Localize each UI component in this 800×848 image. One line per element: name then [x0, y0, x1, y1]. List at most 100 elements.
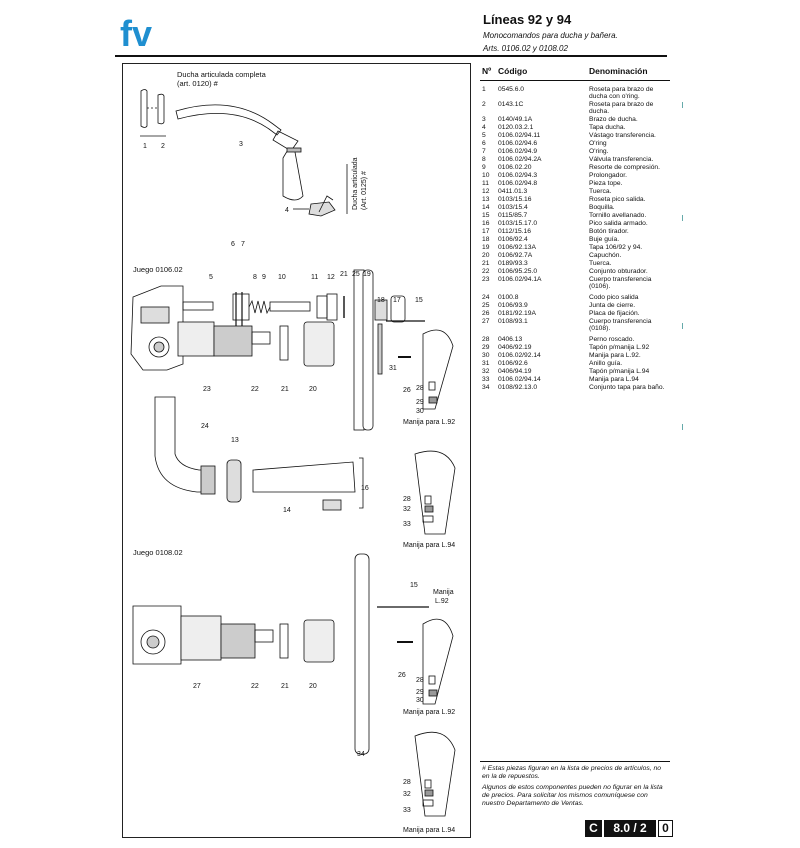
- part-number: 30: [482, 352, 490, 359]
- part-name: Tapa ducha.: [589, 124, 626, 131]
- part-number: 10: [482, 172, 490, 179]
- callout-14: 14: [283, 507, 291, 514]
- callout-21c: 21: [281, 683, 289, 690]
- part-name: O'ring: [589, 140, 607, 147]
- part-code: 0106/95.25.0: [498, 268, 538, 275]
- shower-caption-2: (art. 0120) #: [177, 79, 219, 88]
- part-number: 29: [482, 344, 490, 351]
- callout-30: 30: [416, 408, 424, 415]
- callout-17: 17: [393, 297, 401, 304]
- part-number: 17: [482, 228, 490, 235]
- part-name: Prolongador.: [589, 172, 627, 179]
- set1-title: Juego 0106.02: [133, 265, 183, 274]
- footnote-1: # Estas piezas figuran en la lista de pr…: [482, 765, 662, 780]
- part-name: Tapa 106/92 y 94.: [589, 244, 643, 251]
- callout-12: 12: [327, 274, 335, 281]
- part-name: Vástago transferencia.: [589, 132, 656, 139]
- spout-16: [252, 461, 356, 493]
- rosette-1-part: [140, 89, 148, 128]
- handle-92-caption-1: Manija para L.92: [403, 419, 455, 426]
- part-number: 5: [482, 132, 486, 139]
- part-number: 19: [482, 244, 490, 251]
- callout-23: 23: [203, 386, 211, 393]
- exploded-diagram: Ducha articulada completa (art. 0120) # …: [130, 70, 456, 834]
- callout-3: 3: [239, 141, 243, 148]
- part-code: 0106.02/94.8: [498, 180, 538, 187]
- part-code: 0106/92.7A: [498, 252, 533, 259]
- part-number: 25: [482, 302, 490, 309]
- part-code: 0120.03.2.1: [498, 124, 534, 131]
- part-name: Roseta para brazo de ducha.: [589, 101, 654, 116]
- part-number: 1: [482, 86, 486, 93]
- part-code: 0406/94.19: [498, 368, 532, 375]
- callout-24: 24: [201, 423, 209, 430]
- part-number: 20: [482, 252, 490, 259]
- callout-32b: 32: [403, 791, 411, 798]
- part-name: Pieza tope.: [589, 180, 623, 187]
- part-name: Roseta para brazo de ducha con o'ring.: [589, 86, 654, 101]
- callout-7: 7: [241, 241, 245, 248]
- header-rule: [115, 55, 667, 57]
- callout-2: 2: [161, 143, 165, 150]
- rosette-2-part: [157, 93, 165, 125]
- part-number: 15: [482, 212, 490, 219]
- part-code: 0108/92.13.0: [498, 384, 538, 391]
- part-name: Manija para L.92.: [589, 352, 641, 359]
- part-number: 34: [482, 384, 490, 391]
- part-number: 23: [482, 276, 490, 283]
- part-code: 0103/15.17.0: [498, 220, 538, 227]
- callout-16: 16: [361, 485, 369, 492]
- l92-word: L.92: [435, 598, 449, 605]
- shower-vertical-2: (Art. 0125) #: [361, 171, 368, 210]
- logo-text: fv: [120, 13, 152, 52]
- handle-94-caption-2: Manija para L.94: [403, 827, 455, 834]
- callout-19: 19: [363, 271, 371, 278]
- page-subtitle: Monocomandos para ducha y bañera.: [483, 31, 618, 40]
- shower-caption-1: Ducha articulada completa: [177, 70, 267, 79]
- part-number: 4: [482, 124, 486, 131]
- page-number-badge: 8.0 / 2: [604, 820, 656, 837]
- shower-arm-part: [175, 104, 282, 136]
- articles-line: Arts. 0106.02 y 0108.02: [483, 44, 568, 53]
- part-code: 0106.02/94.3: [498, 172, 538, 179]
- callout-15b: 15: [410, 582, 418, 589]
- margin-tick: [682, 215, 683, 221]
- part-name: Botón tirador.: [589, 228, 629, 235]
- part-name: Válvula transferencia.: [589, 156, 654, 163]
- callout-33b: 33: [403, 807, 411, 814]
- callout-21b: 21: [281, 386, 289, 393]
- callout-5: 5: [209, 274, 213, 281]
- part-name: O'ring.: [589, 148, 609, 155]
- page-sub-badge: 0: [658, 820, 673, 837]
- part-name: Tuerca.: [589, 260, 612, 267]
- callout-10: 10: [278, 274, 286, 281]
- part-name: Cuerpo transferencia (0106).: [589, 276, 652, 291]
- callout-28c: 28: [416, 677, 424, 684]
- manija-word: Manija: [433, 589, 454, 596]
- part-name: Tuerca.: [589, 188, 612, 195]
- part-code: 0108/93.1: [498, 318, 528, 325]
- part-number: 3: [482, 116, 486, 123]
- part-code: 0103/15.4: [498, 204, 528, 211]
- part-name: Brazo de ducha.: [589, 116, 638, 123]
- part-code: 0115/85.7: [498, 212, 528, 219]
- part-number: 6: [482, 140, 486, 147]
- transfer-body-27: [132, 605, 182, 665]
- part-code: 0106/92.4: [498, 236, 528, 243]
- header-code: Código: [498, 66, 528, 76]
- part-code: 0106.02/94.9: [498, 148, 538, 155]
- shower-vertical-1: Ducha articulada: [352, 157, 359, 210]
- part-name: Tapón p/manija L.94: [589, 368, 650, 375]
- part-number: 22: [482, 268, 490, 275]
- part-code: 0106/93.9: [498, 302, 528, 309]
- callout-26: 26: [403, 387, 411, 394]
- callout-21: 21: [340, 271, 348, 278]
- callout-26b: 26: [398, 672, 406, 679]
- part-name: Anillo guía.: [589, 360, 623, 367]
- part-name: Placa de fijación.: [589, 310, 640, 317]
- set2-title: Juego 0108.02: [133, 548, 183, 557]
- callout-1: 1: [143, 143, 147, 150]
- part-number: 9: [482, 164, 486, 171]
- part-code: 0106.02/94.14: [498, 376, 541, 383]
- handle-92-caption-2: Manija para L.92: [403, 709, 455, 716]
